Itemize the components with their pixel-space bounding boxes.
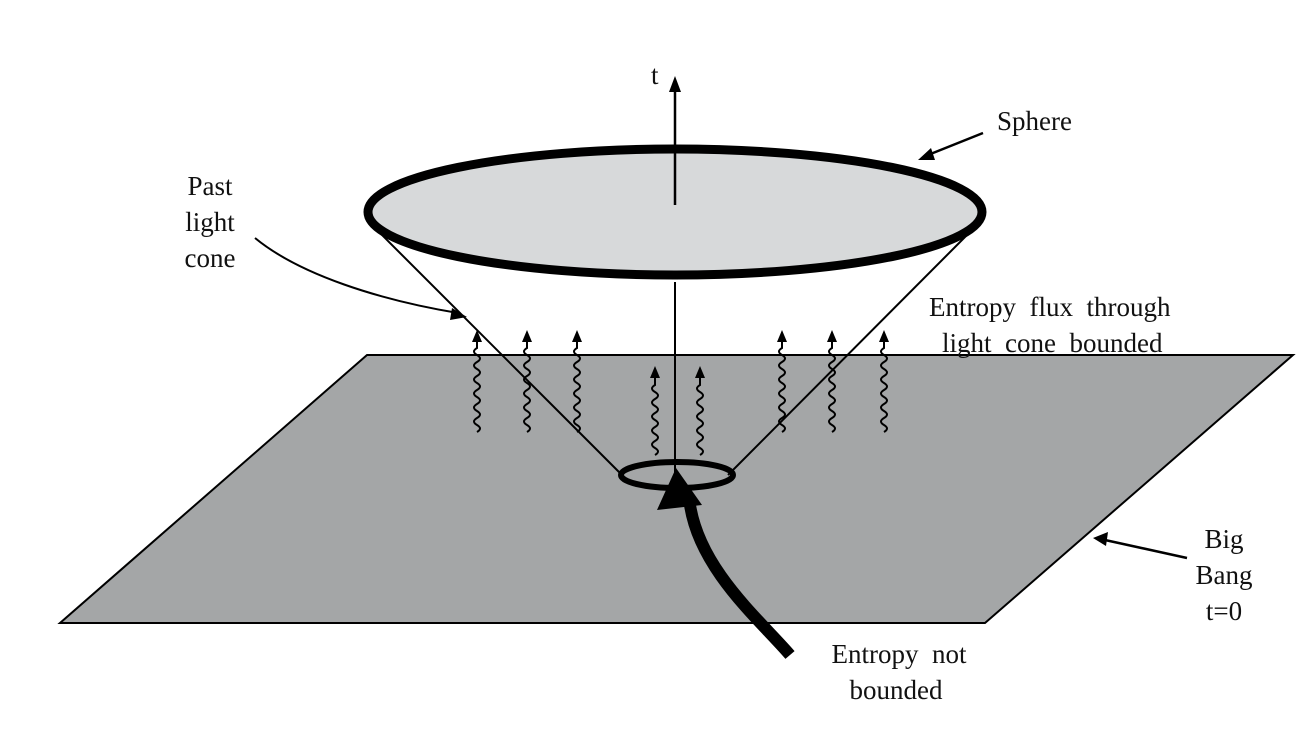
entropy-flux-wave (880, 340, 888, 433)
entropy-flux-arrowhead (695, 366, 705, 378)
big-bang-pointer (1104, 538, 1188, 560)
entropy-flux-arrowhead (472, 330, 482, 342)
light-cone-right-edge (727, 229, 973, 476)
entropy-flux-wave (573, 340, 581, 433)
time-axis-label: t (651, 60, 659, 90)
entropy-flux-wave (523, 340, 531, 433)
entropy-not-bounded-arrow (684, 503, 795, 659)
sphere-pointer-arrowhead (918, 148, 935, 160)
entropy-not-bounded-label-line2: bounded (850, 675, 943, 705)
big-bang-pointer-arrowhead (1093, 532, 1108, 546)
entropy-flux-arrows (472, 330, 889, 456)
entropy-flux-arrowhead (879, 330, 889, 342)
entropy-flux-arrowhead (572, 330, 582, 342)
entropy-flux-wave (473, 340, 481, 433)
time-axis-arrowhead (669, 76, 681, 92)
entropy-flux-wave (828, 340, 836, 433)
past-light-cone-label-line2: light (185, 207, 235, 237)
entropy-flux-label-line1: Entropy flux through (929, 292, 1171, 322)
entropy-flux-arrowhead (777, 330, 787, 342)
entropy-flux-arrowhead (827, 330, 837, 342)
sphere-label: Sphere (997, 106, 1072, 136)
big-bang-label-line1: Big (1204, 524, 1243, 554)
light-cone-left-edge (376, 229, 623, 476)
entropy-not-bounded-arrowhead (657, 468, 702, 510)
entropy-flux-wave (651, 376, 659, 456)
entropy-flux-arrowhead (650, 366, 660, 378)
entropy-flux-wave (778, 340, 786, 433)
entropy-flux-label-line2: light cone bounded (942, 328, 1163, 358)
entropy-flux-arrowhead (522, 330, 532, 342)
past-light-cone-pointer (254, 237, 459, 314)
sphere-pointer (927, 131, 984, 157)
entropy-not-bounded-label-line1: Entropy not (832, 639, 967, 669)
big-bang-label-line2: Bang (1196, 560, 1253, 590)
past-light-cone-label-line1: Past (187, 171, 233, 201)
past-light-cone-pointer-arrowhead (450, 308, 467, 320)
past-light-cone-label-line3: cone (185, 243, 236, 273)
entropy-flux-wave (696, 376, 704, 456)
big-bang-label-line3: t=0 (1206, 596, 1242, 626)
